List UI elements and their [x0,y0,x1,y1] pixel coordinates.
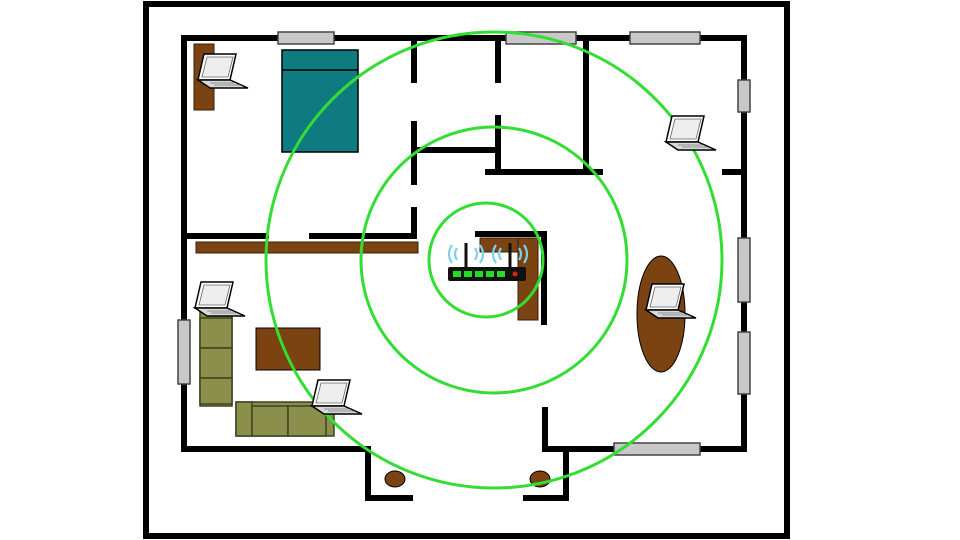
router-led [497,271,505,277]
signal-rings [264,30,724,490]
window-top-3 [629,31,701,45]
router-led-alert [512,271,518,277]
window-right-3 [737,331,751,395]
router-led [486,271,494,277]
windows [177,31,751,456]
coffee-table [255,327,321,371]
wireless-router-icon [447,243,529,281]
bed [281,49,359,153]
window-right-2 [737,237,751,303]
router-led [464,271,472,277]
window-left-1 [177,319,191,385]
long-shelf [195,241,419,254]
router-led [475,271,483,277]
signal-ring-inner [427,201,545,319]
signal-ring-outer [264,30,724,490]
signal-ring-middle [359,125,629,395]
entry-post-left [384,470,406,488]
window-top-1 [277,31,335,45]
router-led [453,271,461,277]
window-bottom-1 [613,442,701,456]
window-right-1 [737,79,751,113]
